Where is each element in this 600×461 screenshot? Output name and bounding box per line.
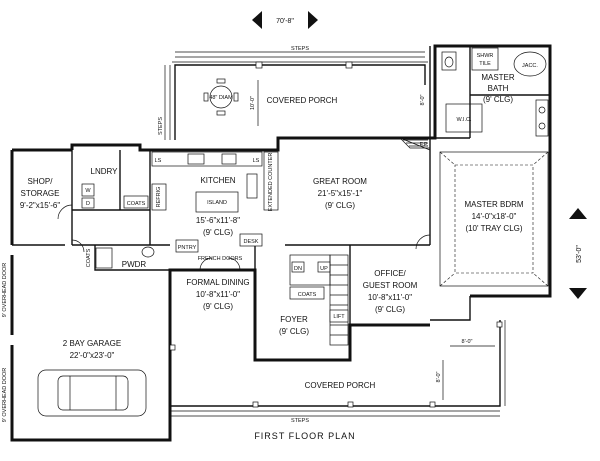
- car-icon: [37, 369, 147, 417]
- plan-title: FIRST FLOOR PLAN: [254, 431, 355, 441]
- shop-storage: SHOP/ STORAGE 9'-2"x15'-6": [20, 177, 73, 220]
- kitchen-dims: 15'-6"x11'-8": [196, 216, 240, 225]
- shop-name-1: SHOP/: [28, 177, 54, 186]
- down-arrow-icon: [569, 288, 587, 299]
- tray-ceiling: [439, 151, 549, 287]
- porch-depth-dim: 10'-0": [250, 96, 256, 110]
- dining-ceiling: (9' CLG): [203, 302, 233, 311]
- office-guest-room: OFFICE/ GUEST ROOM 10'-8"x11'-0" (9' CLG…: [363, 234, 431, 314]
- steps-bottom-label: STEPS: [291, 418, 309, 424]
- foyer: DN UP COATS LIFT FOYER (9' CLG): [279, 254, 349, 346]
- lazy-susan-2: LS: [253, 158, 260, 164]
- stair-up-label: UP: [320, 266, 328, 272]
- coats-pwdr-label: COATS: [86, 248, 92, 267]
- dim-8-front: 8'-0": [436, 371, 442, 382]
- desk-label: DESK: [244, 239, 259, 245]
- lift-label: LIFT: [333, 314, 345, 320]
- pantry-label: PNTRY: [178, 245, 197, 251]
- steps-top-label: STEPS: [291, 46, 309, 52]
- island: [195, 191, 239, 213]
- powder-room: COATS PWDR: [86, 246, 155, 269]
- master-bdrm-name: MASTER BDRM: [464, 200, 523, 209]
- dim-8-top: 8'-0": [420, 94, 426, 105]
- dryer-label: D: [86, 201, 90, 207]
- master-bath: SHWR TILE JACC. MASTER BATH (9' CLG) W.I…: [441, 47, 549, 137]
- left-arrow-icon: [252, 11, 262, 29]
- foyer-name: FOYER: [280, 315, 308, 324]
- extended-counter-label: EXTENDED COUNTER: [268, 153, 274, 212]
- powder-label: PWDR: [122, 260, 147, 269]
- office-ceiling: (9' CLG): [375, 305, 405, 314]
- office-dims: 10'-8"x11'-0": [368, 293, 412, 302]
- top-dimension-label: 70'-8": [276, 18, 294, 25]
- jacuzzi-label: JACC.: [522, 63, 538, 69]
- back-porch-title: COVERED PORCH: [267, 96, 338, 105]
- coats-foyer-label: COATS: [298, 292, 317, 298]
- front-porch-title: COVERED PORCH: [305, 381, 376, 390]
- office-name-2: GUEST ROOM: [363, 281, 418, 290]
- side-dimension: 53'-0": [569, 208, 587, 299]
- great-room-ceiling: (9' CLG): [325, 201, 355, 210]
- garage-dims: 22'-0"x23'-0": [70, 351, 115, 360]
- tile-label: TILE: [479, 61, 491, 67]
- coats-kitchen-label: COATS: [127, 201, 146, 207]
- foyer-ceiling: (9' CLG): [279, 327, 309, 336]
- shop-dims: 9'-2"x15'-6": [20, 201, 60, 210]
- island-label: ISLAND: [207, 200, 227, 206]
- laundry: LNDRY W D: [81, 167, 119, 209]
- house-walls: [10, 44, 552, 442]
- table-icon: [209, 85, 233, 109]
- shower-label: SHWR: [477, 53, 494, 59]
- office-name-1: OFFICE/: [374, 269, 406, 278]
- overhead-door-2-label: 9' OVERHEAD DOOR: [2, 368, 8, 423]
- fireplace-label: F.P.: [420, 142, 429, 148]
- formal-dining: FRENCH DOORS FORMAL DINING 10'-8"x11'-0"…: [186, 256, 249, 311]
- kitchen-counter: [151, 151, 263, 167]
- french-doors-label-1: FRENCH DOORS: [198, 256, 243, 262]
- back-porch: 48" DIAM COVERED PORCH STEPS STEPS 10'-0…: [158, 46, 428, 140]
- dining-name: FORMAL DINING: [186, 278, 249, 287]
- right-arrow-icon: [308, 11, 318, 29]
- refrig-label: REFRIG: [156, 187, 162, 208]
- master-bath-name-1: MASTER: [481, 73, 515, 82]
- table-label: 48" DIAM: [209, 95, 233, 101]
- up-arrow-icon: [569, 208, 587, 219]
- great-room-name: GREAT ROOM: [313, 177, 367, 186]
- master-bedroom: MASTER BDRM 14'-0"x18'-0" (10' TRAY CLG): [464, 200, 523, 233]
- master-bdrm-ceiling: (10' TRAY CLG): [465, 224, 522, 233]
- washer-label: W: [85, 188, 91, 194]
- kitchen-name: KITCHEN: [200, 176, 235, 185]
- shop-name-2: STORAGE: [21, 189, 60, 198]
- top-dimension: 70'-8": [252, 11, 318, 29]
- kitchen-ceiling: (9' CLG): [203, 228, 233, 237]
- master-bath-ceiling: (9' CLG): [483, 95, 513, 104]
- walk-in-closet-label: W.I.C.: [457, 117, 472, 123]
- master-bdrm-dims: 14'-0"x18'-0": [472, 212, 517, 221]
- garage-name: 2 BAY GARAGE: [63, 339, 121, 348]
- laundry-label: LNDRY: [91, 167, 119, 176]
- overhead-door-1-label: 9' OVERHEAD DOOR: [2, 263, 8, 318]
- garage: 2 BAY GARAGE 22'-0"x23'-0" 9' OVERHEAD D…: [2, 239, 147, 423]
- kitchen: EXTENDED COUNTER LS LS DW KITCHEN ISLAND…: [123, 151, 279, 253]
- extended-counter: [263, 151, 279, 211]
- dining-dims: 10'-8"x11'-0": [196, 290, 240, 299]
- steps-left-label: STEPS: [158, 117, 164, 135]
- dim-8-right: 8'-0": [462, 339, 473, 345]
- lazy-susan-1: LS: [155, 158, 162, 164]
- great-room-dims: 21'-5"x15'-1": [318, 189, 363, 198]
- jacuzzi-icon: [513, 51, 547, 77]
- great-room: GREAT ROOM 21'-5"x15'-1" (9' CLG) F.P.: [313, 142, 429, 210]
- stair-down-label: DN: [294, 266, 302, 272]
- side-dimension-label: 53'-0": [576, 245, 583, 263]
- master-bath-name-2: BATH: [488, 84, 509, 93]
- front-porch: COVERED PORCH STEPS 8'-0" 8'-0": [169, 320, 506, 424]
